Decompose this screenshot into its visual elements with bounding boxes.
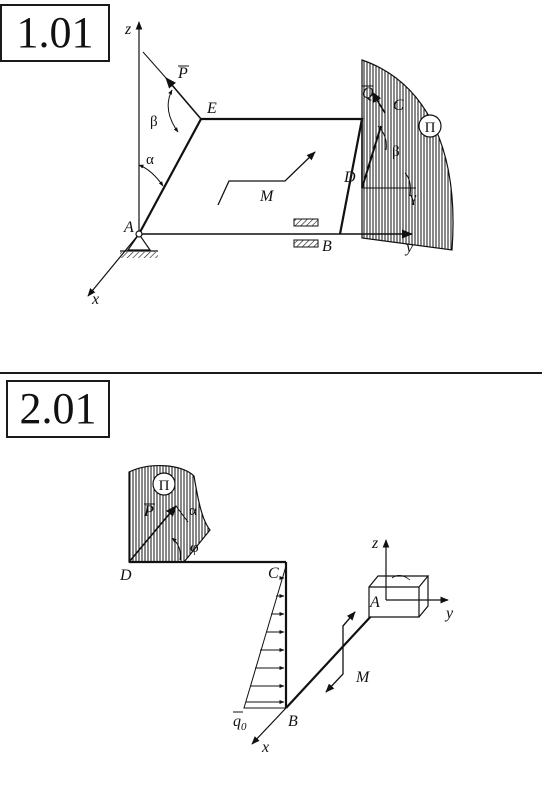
label-p-1: P xyxy=(177,65,188,82)
wall-pi-1 xyxy=(361,59,454,251)
force-q xyxy=(361,125,382,189)
label-q0: q0 xyxy=(233,713,247,733)
axis-x-2 xyxy=(251,707,287,745)
label-y-1: y xyxy=(404,239,414,256)
label-m-2: M xyxy=(355,669,371,686)
force-p-1 xyxy=(165,77,202,120)
label-z-2: z xyxy=(371,535,379,552)
label-gamma: γ xyxy=(409,190,417,206)
beam-ba xyxy=(285,599,387,709)
force-p-2 xyxy=(128,505,177,563)
label-p-2: P xyxy=(143,503,154,520)
force-p-line-1 xyxy=(142,51,167,79)
diagram-1: Π z x y A B P E β α M xyxy=(87,21,454,308)
label-q: Q xyxy=(362,85,374,102)
label-z-1: z xyxy=(124,21,132,38)
label-pi-2: Π xyxy=(159,478,170,494)
label-m-1: M xyxy=(259,188,275,205)
label-a-2: A xyxy=(369,594,380,611)
angle-beta-arc-1 xyxy=(167,89,179,133)
label-y-2: y xyxy=(444,605,454,622)
section-divider xyxy=(0,372,542,374)
pin-support-a xyxy=(126,232,152,251)
support-b-bottom xyxy=(293,239,319,248)
moment-m-2 xyxy=(325,611,356,693)
label-e: E xyxy=(206,100,217,117)
label-d-1: D xyxy=(343,169,356,186)
distributed-load-arrows xyxy=(246,576,285,704)
label-alpha-1: α xyxy=(146,152,154,168)
distributed-load-outline xyxy=(243,565,287,709)
plate-abde xyxy=(138,117,364,235)
label-beta-2: β xyxy=(392,144,400,160)
diagram-2: Π P α φ D C q0 B x xyxy=(119,465,454,756)
problem-number-1: 1.01 xyxy=(0,4,110,62)
label-x-2: x xyxy=(261,739,269,756)
angle-phi-arc xyxy=(171,537,181,561)
ground-hatch-a xyxy=(120,252,158,258)
axis-x-1 xyxy=(87,233,140,297)
label-beta-1: β xyxy=(150,114,158,130)
label-x-1: x xyxy=(91,291,99,308)
wall-pi-circle-2 xyxy=(152,472,176,496)
support-b-top xyxy=(293,218,319,227)
angle-alpha-arc-1 xyxy=(138,164,164,187)
label-c: C xyxy=(393,97,404,114)
fixed-block-a xyxy=(368,575,430,618)
wall-pi-circle-1 xyxy=(418,114,442,138)
label-b-2: B xyxy=(288,713,298,730)
problem-number-2: 2.01 xyxy=(6,380,110,438)
label-b-1: B xyxy=(322,238,332,255)
label-a-1: A xyxy=(123,219,134,236)
label-phi: φ xyxy=(190,540,199,556)
label-pi-1: Π xyxy=(425,120,436,136)
label-d-2: D xyxy=(119,567,132,584)
angle-gamma-arc xyxy=(404,172,411,197)
force-q-arrow xyxy=(371,91,386,114)
label-alpha-2: α xyxy=(189,503,197,519)
label-c-2: C xyxy=(268,565,279,582)
angle-beta-arc-2 xyxy=(377,125,387,151)
moment-m-1 xyxy=(217,151,316,206)
